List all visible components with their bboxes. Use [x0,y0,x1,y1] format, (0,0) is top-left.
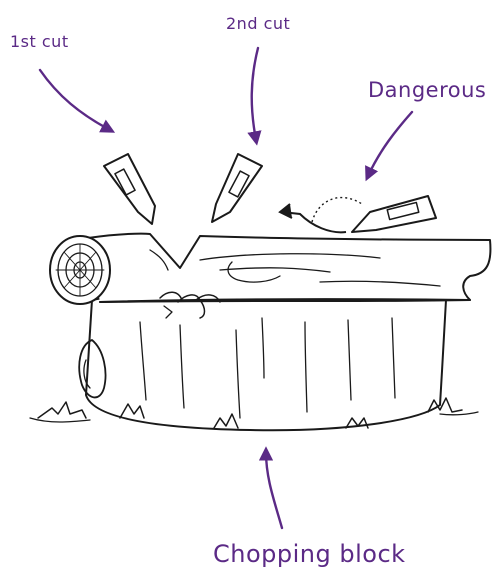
label-chopping-block: Chopping block [213,540,406,568]
second-cut-arrow [247,46,262,146]
second-cut-axe-icon [211,153,263,223]
chopping-block [29,285,479,432]
dangerous-arrow [365,110,414,182]
first-cut-axe-icon [103,153,156,225]
annotation-arrows [38,46,414,530]
danger-axe-icon [351,195,437,233]
swing-arc [278,196,363,234]
first-cut-arrow [38,68,116,133]
label-first-cut: 1st cut [10,32,69,51]
log [49,232,492,319]
chopping-block-arrow [258,446,284,530]
label-dangerous: Dangerous [368,78,487,102]
label-second-cut: 2nd cut [226,14,291,33]
